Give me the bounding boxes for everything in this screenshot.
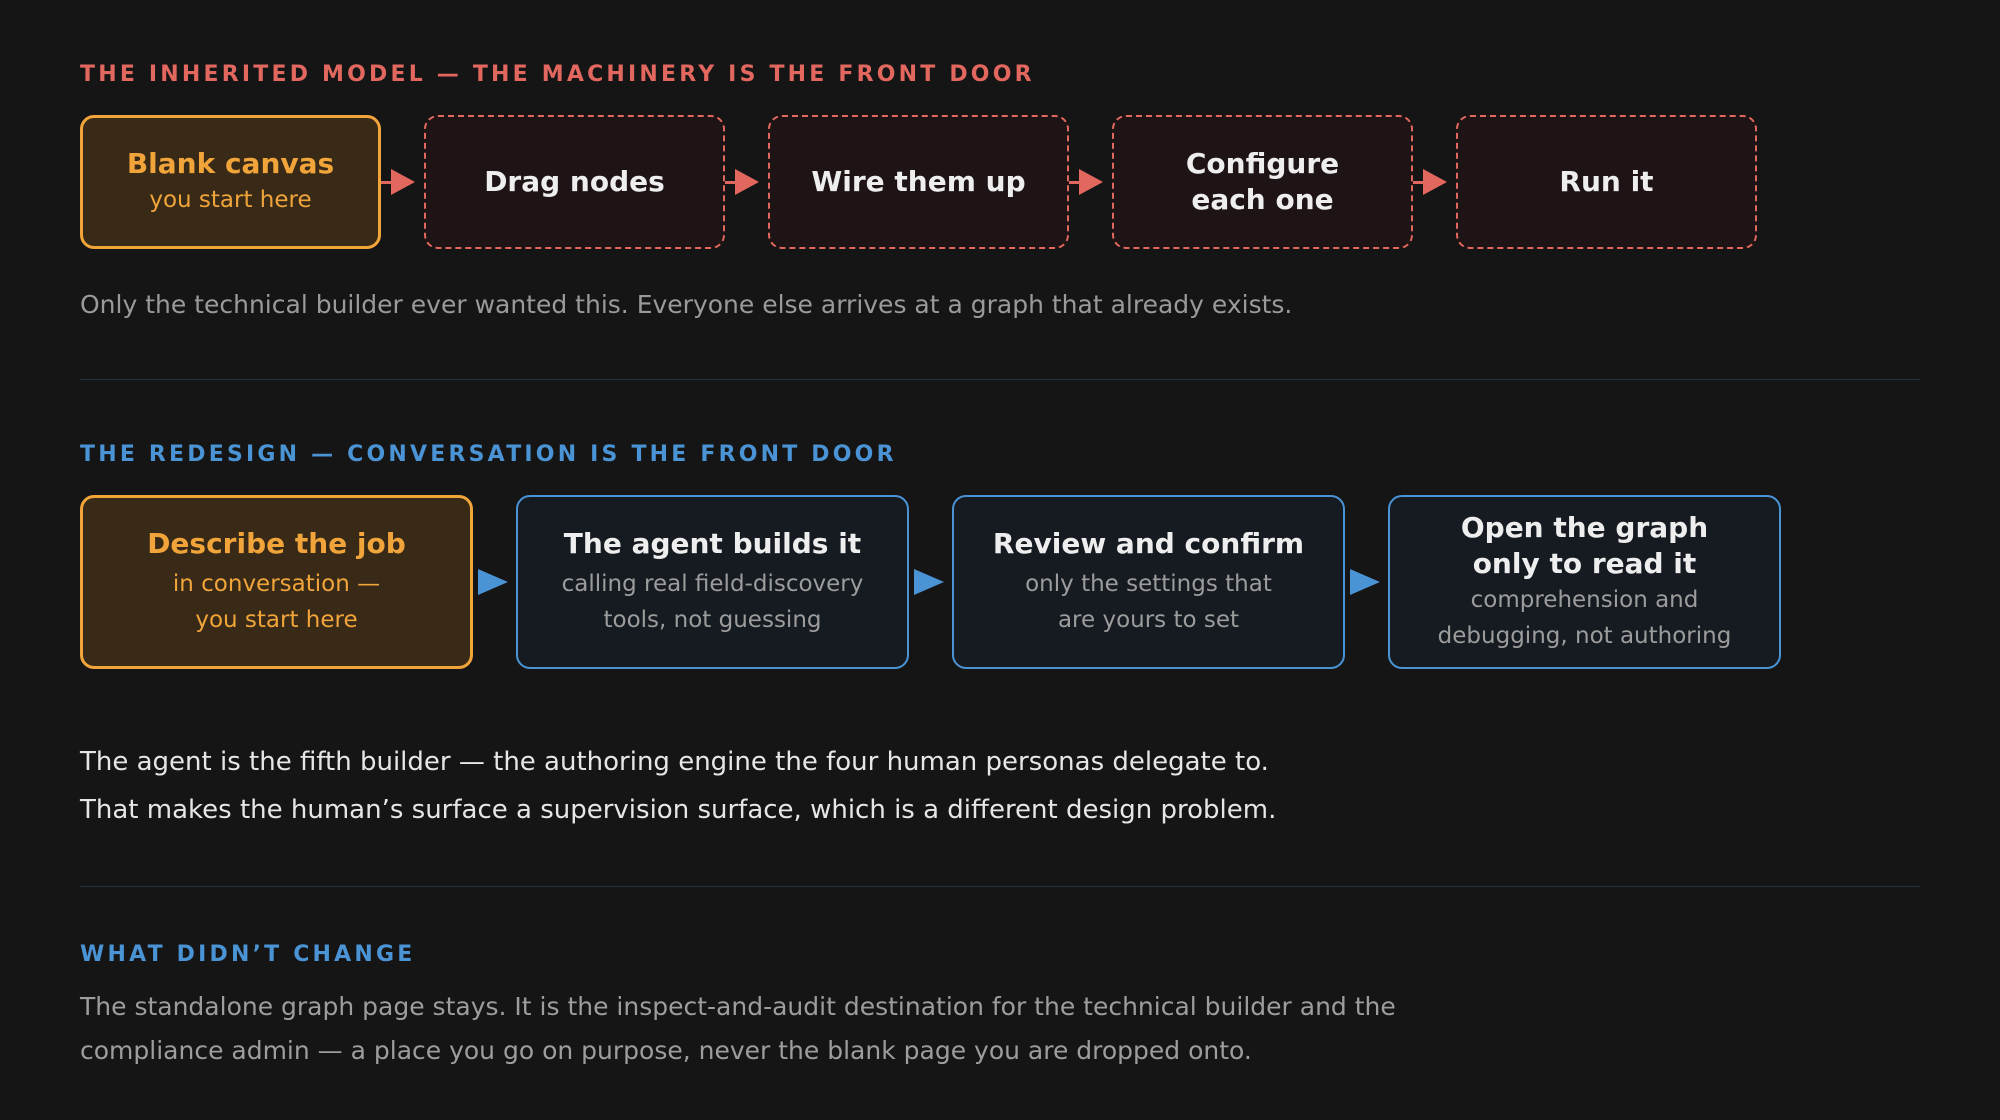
step-drag-nodes: Drag nodes (424, 115, 725, 249)
unchanged-line1: The standalone graph page stays. It is t… (80, 992, 1396, 1021)
step-title-line2: each one (1191, 183, 1334, 216)
section-divider (80, 379, 1920, 380)
step-title-line2: only to read it (1472, 547, 1697, 580)
step-title: Review and confirm (992, 527, 1305, 560)
step-blank-canvas: Blank canvas you start here (80, 115, 381, 249)
flow-arrow-icon (1413, 169, 1447, 195)
step-subtitle-line2: debugging, not authoring (1437, 623, 1732, 649)
step-title-line1: Open the graph (1460, 511, 1709, 544)
redesign-paragraph-line2: That makes the human’s surface a supervi… (80, 795, 1277, 825)
step-subtitle-line2: tools, not guessing (603, 607, 822, 633)
step-describe-the-job: Describe the job in conversation — you s… (80, 495, 473, 669)
inherited-caption: Only the technical builder ever wanted t… (80, 290, 1293, 319)
flow-arrow-icon (725, 169, 759, 195)
step-title: The agent builds it (563, 527, 862, 560)
unchanged-line2: compliance admin — a place you go on pur… (80, 1036, 1252, 1065)
step-title: Run it (1559, 165, 1654, 198)
step-subtitle-line1: calling real field-discovery (561, 571, 864, 597)
step-subtitle-line1: comprehension and (1470, 587, 1699, 613)
step-agent-builds-it: The agent builds it calling real field-d… (516, 495, 909, 669)
step-subtitle-line1: in conversation — (172, 571, 381, 597)
step-subtitle: you start here (149, 187, 312, 213)
flow-arrow-icon (1069, 169, 1103, 195)
redesign-paragraph-line1: The agent is the fifth builder — the aut… (80, 747, 1269, 777)
step-open-the-graph: Open the graph only to read it comprehen… (1388, 495, 1781, 669)
step-configure-each-one: Configure each one (1112, 115, 1413, 249)
flow-arrow-icon (1350, 569, 1380, 595)
step-subtitle-line1: only the settings that (1025, 571, 1272, 597)
section-divider (80, 886, 1920, 887)
redesign-heading: THE REDESIGN — CONVERSATION IS THE FRONT… (80, 442, 897, 467)
flow-arrow-icon (478, 569, 508, 595)
step-wire-them-up: Wire them up (768, 115, 1069, 249)
step-title: Describe the job (147, 527, 406, 560)
unchanged-heading: WHAT DIDN’T CHANGE (80, 942, 416, 967)
inherited-model-heading: THE INHERITED MODEL — THE MACHINERY IS T… (80, 62, 1035, 87)
step-title: Blank canvas (126, 147, 335, 180)
step-title: Wire them up (811, 165, 1026, 198)
step-run-it: Run it (1456, 115, 1757, 249)
step-subtitle-line2: you start here (195, 607, 358, 633)
step-subtitle-line2: are yours to set (1057, 607, 1240, 633)
flow-arrow-icon (914, 569, 944, 595)
step-review-and-confirm: Review and confirm only the settings tha… (952, 495, 1345, 669)
step-title: Drag nodes (484, 165, 665, 198)
step-title-line1: Configure (1185, 147, 1340, 180)
flow-arrow-icon (381, 169, 415, 195)
